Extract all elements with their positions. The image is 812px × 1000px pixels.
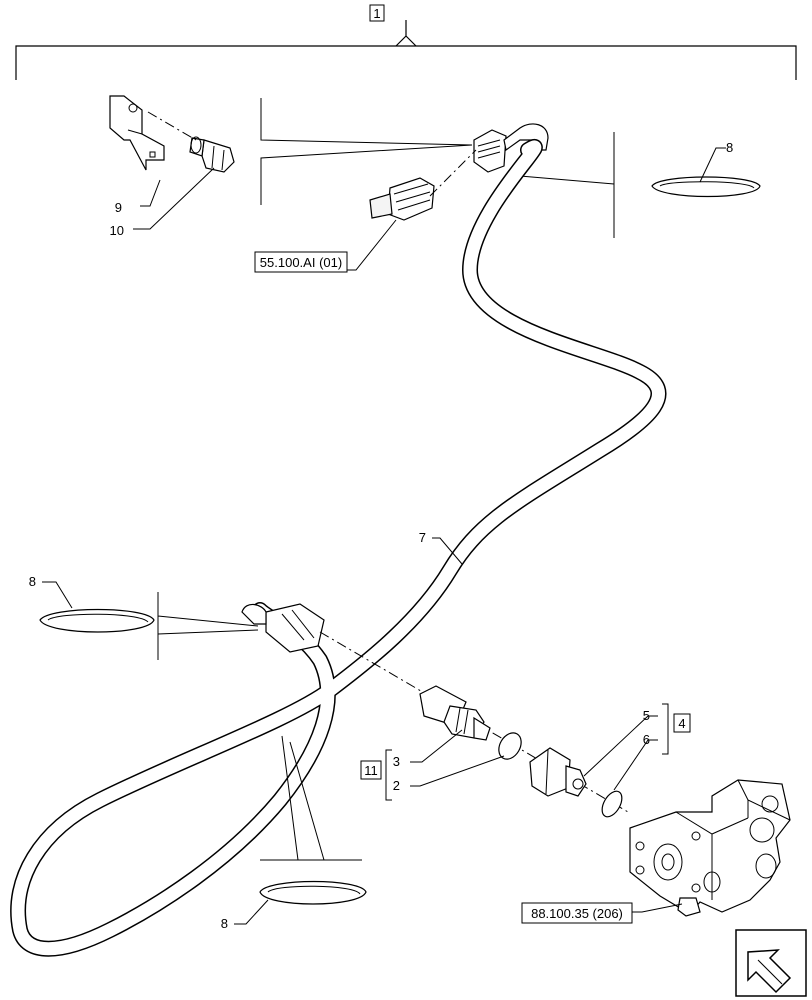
callout-1: 1	[373, 6, 380, 21]
callout-4: 4	[678, 716, 685, 731]
mounting-bolt	[189, 136, 235, 173]
callout-8-bottom: 8	[221, 916, 228, 931]
callout-5: 5	[643, 708, 650, 723]
harness-connector-lower	[241, 603, 325, 653]
ref-valve: 88.100.35 (206)	[531, 906, 623, 921]
arrow-icon[interactable]	[735, 929, 807, 997]
callout-6: 6	[643, 732, 650, 747]
wire-harness	[10, 139, 667, 957]
pressure-switch	[419, 685, 491, 741]
control-valve-body	[629, 779, 791, 917]
callout-2: 2	[393, 778, 400, 793]
callout-11: 11	[364, 763, 378, 778]
callout-3: 3	[393, 754, 400, 769]
o-ring-2	[498, 732, 522, 760]
adapter-fitting	[529, 747, 587, 797]
callout-9: 9	[115, 200, 122, 215]
callout-10: 10	[110, 223, 124, 238]
callout-8-left: 8	[29, 574, 36, 589]
callout-8-top: 8	[726, 140, 733, 155]
mating-connector	[369, 177, 435, 221]
cable-strap-left	[39, 608, 155, 633]
assembly-bracket: 1	[15, 4, 797, 80]
ref-connector: 55.100.AI (01)	[260, 255, 342, 270]
cable-strap-lower	[259, 880, 367, 905]
o-ring-6	[601, 790, 623, 818]
cable-strap-upper	[651, 176, 761, 198]
callout-7: 7	[419, 530, 426, 545]
mounting-bracket	[109, 95, 165, 171]
